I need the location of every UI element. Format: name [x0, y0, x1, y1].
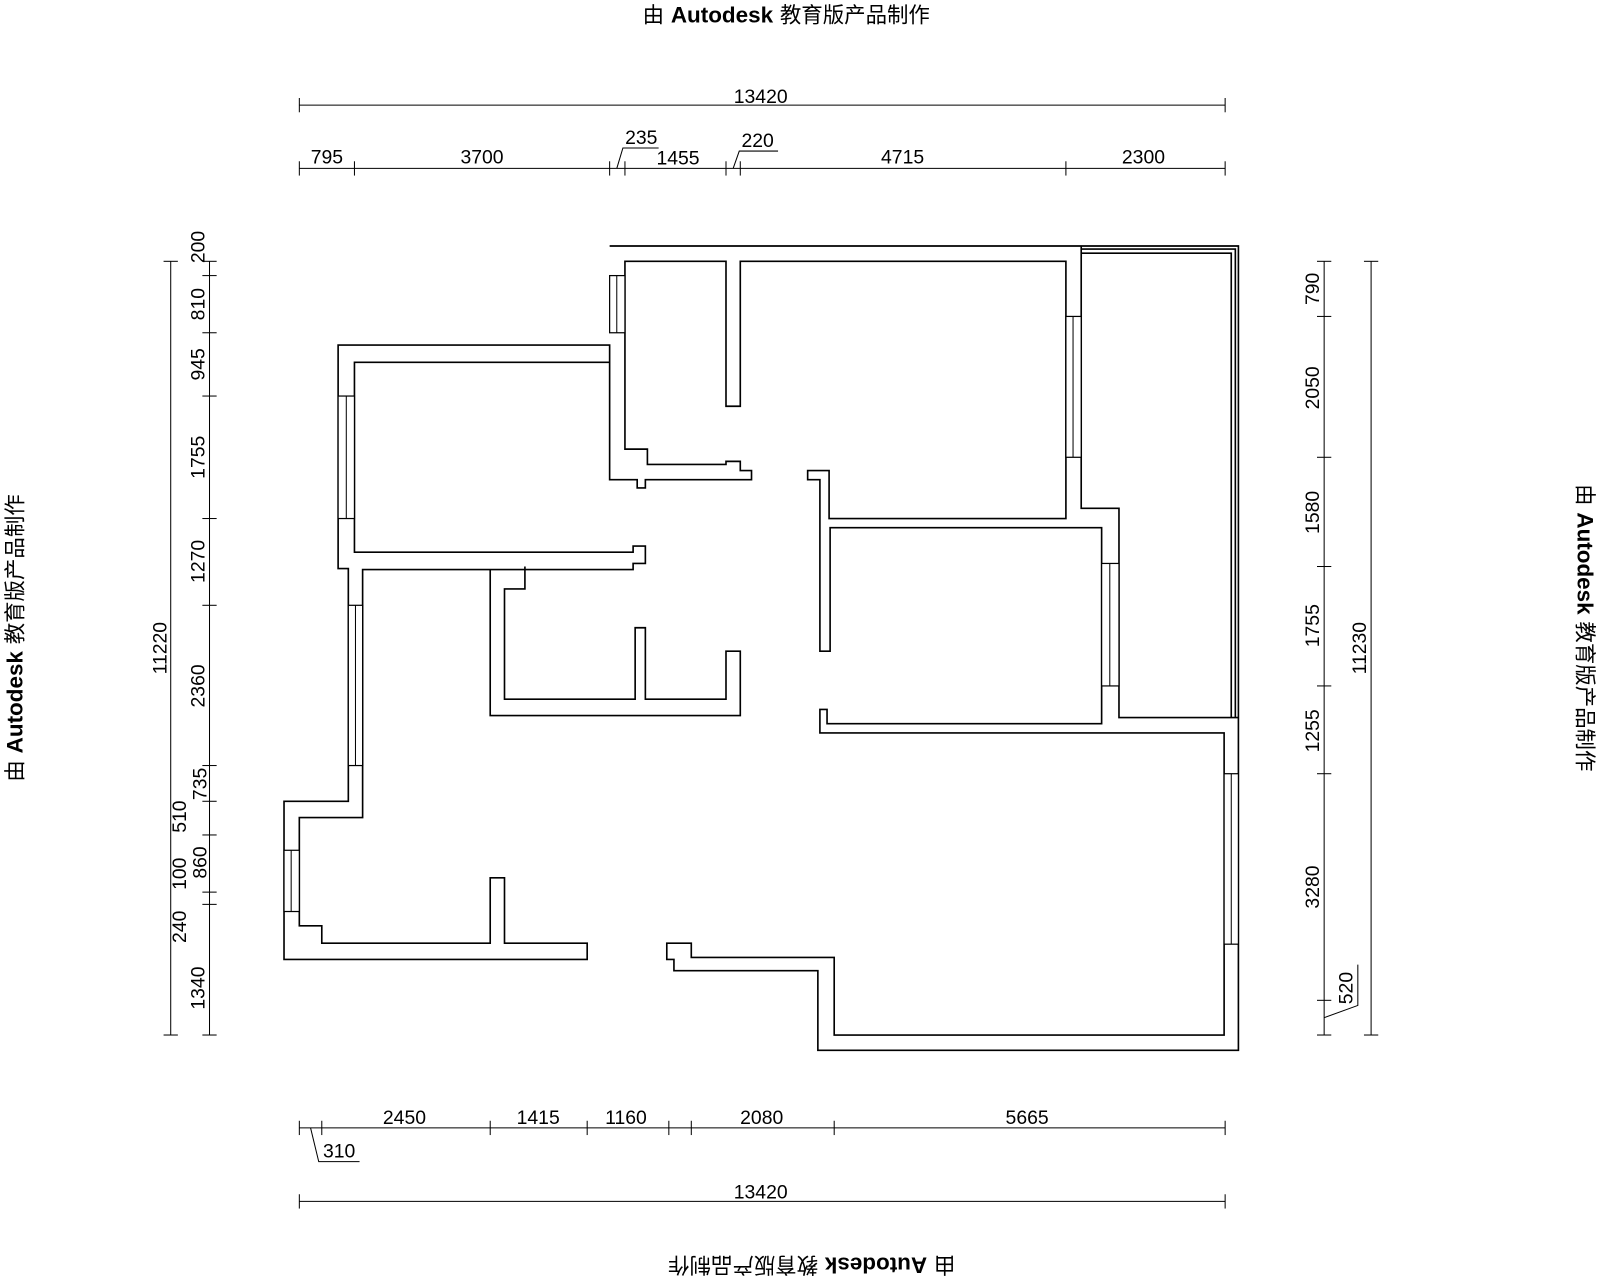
svg-text:3280: 3280	[1302, 865, 1324, 908]
svg-text:11230: 11230	[1349, 622, 1371, 675]
svg-text:2050: 2050	[1302, 366, 1324, 409]
watermark-top: 由 Autodesk 教育版产品制作	[643, 2, 930, 28]
svg-text:13420: 13420	[734, 1181, 788, 1203]
svg-text:1160: 1160	[605, 1107, 647, 1129]
top-dimensions: 13420 235 795 3700 1455 220 4715 2300	[298, 86, 1226, 176]
svg-text:510: 510	[169, 800, 191, 833]
svg-text:2300: 2300	[1122, 146, 1165, 168]
svg-text:4715: 4715	[881, 146, 924, 168]
svg-text:1455: 1455	[656, 147, 699, 169]
svg-text:945: 945	[187, 348, 209, 380]
svg-text:2360: 2360	[187, 664, 209, 707]
svg-text:810: 810	[187, 288, 209, 321]
svg-text:2080: 2080	[740, 1107, 783, 1129]
svg-text:240: 240	[169, 910, 191, 943]
svg-text:2450: 2450	[383, 1107, 426, 1129]
bottom-dimensions: 310 2450 1415 1160 2080 5665 13420	[298, 1107, 1226, 1209]
svg-text:13420: 13420	[734, 86, 788, 108]
svg-text:3700: 3700	[460, 146, 503, 168]
svg-text:860: 860	[189, 846, 211, 879]
svg-text:1580: 1580	[1302, 491, 1324, 534]
svg-text:795: 795	[311, 146, 343, 168]
windows	[283, 274, 1240, 945]
svg-text:735: 735	[189, 768, 211, 800]
svg-text:1415: 1415	[517, 1107, 560, 1129]
right-dimensions: 11230 790 2050 1580 1755 1255 3280 520	[1302, 260, 1379, 1036]
svg-text:1255: 1255	[1302, 709, 1324, 752]
svg-text:790: 790	[1302, 272, 1324, 305]
svg-text:100: 100	[169, 857, 191, 890]
svg-text:310: 310	[323, 1141, 356, 1163]
svg-text:1270: 1270	[187, 540, 209, 583]
watermark-left: 由 Autodesk 教育版产品制作	[3, 494, 29, 781]
watermark-bottom: 由 Autodesk 教育版产品制作	[668, 1252, 955, 1278]
svg-text:1755: 1755	[187, 436, 209, 479]
svg-text:5665: 5665	[1006, 1107, 1049, 1129]
svg-text:200: 200	[187, 231, 209, 264]
svg-text:220: 220	[741, 130, 774, 152]
left-dimensions: 11220 200 810 945 1755 1270 2360 510 735…	[150, 231, 217, 1036]
svg-text:1340: 1340	[187, 966, 209, 1009]
walls	[283, 245, 1240, 1052]
svg-text:520: 520	[1336, 972, 1358, 1005]
svg-text:1755: 1755	[1302, 604, 1324, 647]
svg-text:11220: 11220	[150, 622, 172, 675]
watermark-right: 由 Autodesk 教育版产品制作	[1571, 484, 1597, 771]
svg-text:235: 235	[625, 127, 657, 149]
